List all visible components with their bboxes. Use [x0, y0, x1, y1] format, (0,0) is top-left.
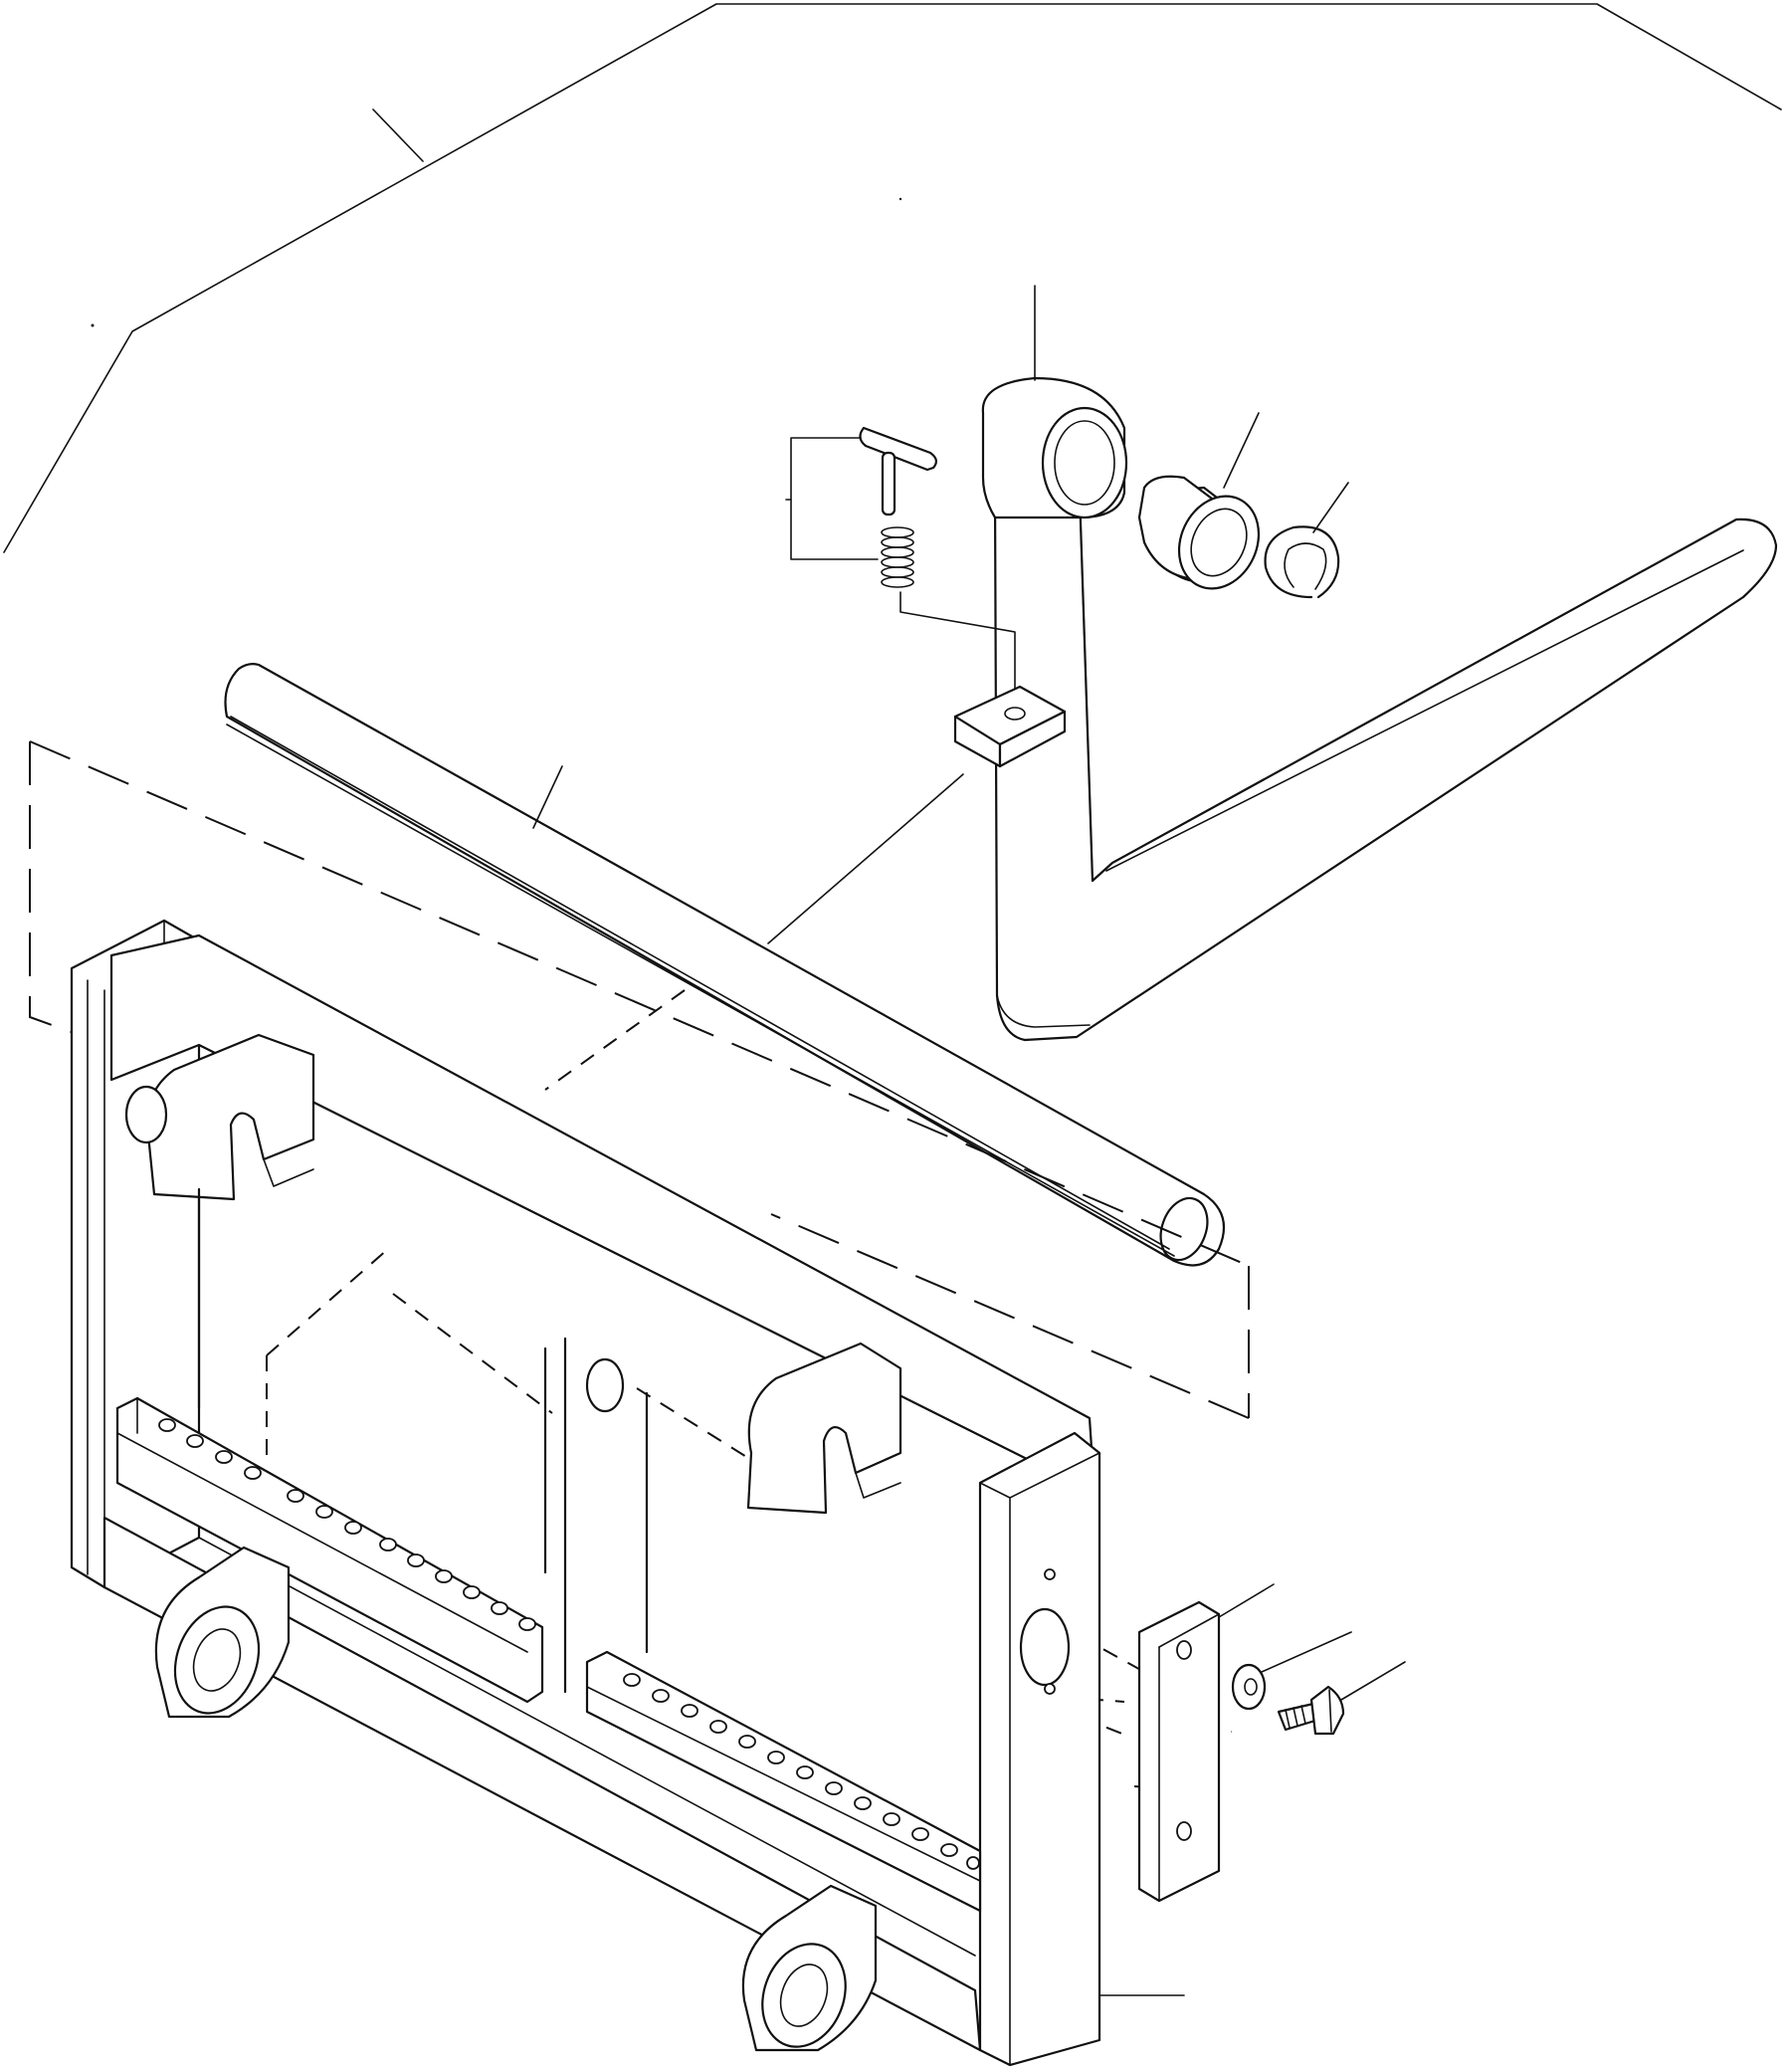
- lock-pin: [785, 426, 937, 560]
- rail-holes-right: [623, 1673, 980, 1870]
- lock-spring: [881, 526, 1016, 698]
- bolt: [1277, 1661, 1406, 1736]
- mounting-lug-left: [154, 1546, 291, 1719]
- assembly-bracket-line: [3, 3, 1782, 553]
- fork-shaft: [224, 663, 1226, 1267]
- side-plate: [1137, 1583, 1275, 1903]
- fork: [981, 285, 1778, 1042]
- washer: [1231, 1631, 1352, 1711]
- lock-block: [767, 685, 1067, 944]
- mounting-lug-right: [741, 1884, 878, 2052]
- fork-carriage-frame: [70, 919, 1185, 2067]
- snap-ring: [1264, 482, 1349, 599]
- rail-holes-left: [158, 1418, 536, 1631]
- fork-bushing: [1137, 412, 1261, 590]
